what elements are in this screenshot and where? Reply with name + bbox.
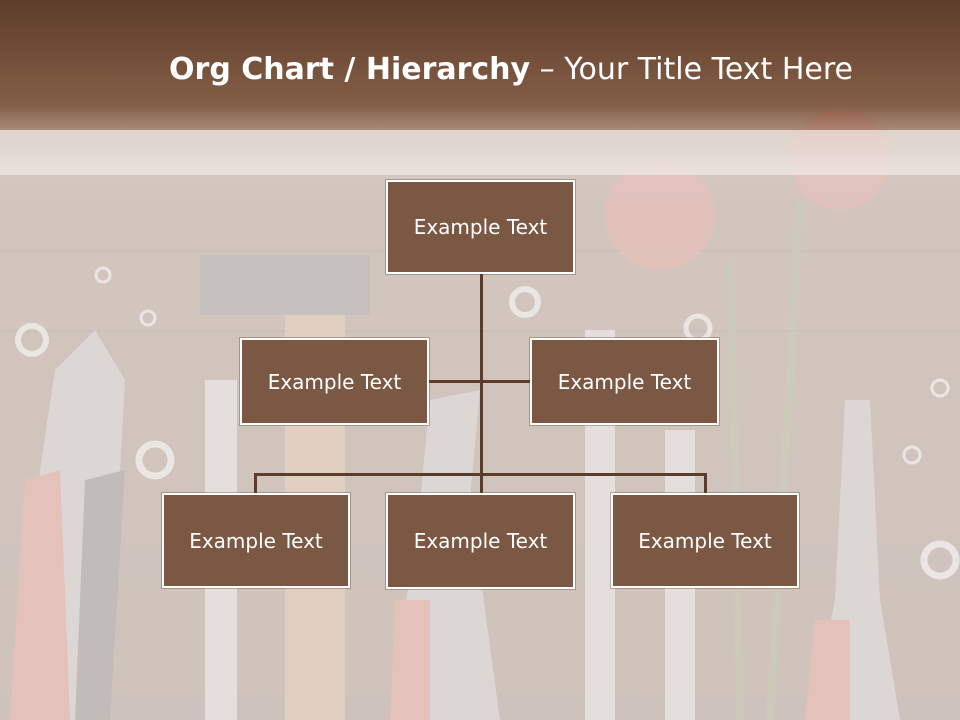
- slide-title[interactable]: Org Chart / Hierarchy – Your Title Text …: [0, 52, 960, 87]
- org-box-child-center[interactable]: Example Text: [386, 493, 575, 589]
- title-dash: –: [539, 52, 555, 87]
- connector-children-bar: [255, 473, 707, 476]
- org-box-assistant-left[interactable]: Example Text: [240, 338, 429, 425]
- connector-root-trunk: [480, 272, 483, 494]
- title-bold: Org Chart / Hierarchy: [169, 52, 531, 87]
- overlay-fade: [0, 105, 960, 175]
- org-box-child-right[interactable]: Example Text: [611, 493, 799, 588]
- title-subtitle: Your Title Text Here: [564, 52, 853, 87]
- connector-child-left: [254, 473, 257, 495]
- connector-child-right: [704, 473, 707, 495]
- org-box-root[interactable]: Example Text: [386, 180, 575, 274]
- org-box-assistant-right[interactable]: Example Text: [530, 338, 719, 425]
- org-box-child-left[interactable]: Example Text: [162, 493, 350, 588]
- connector-assistant-bar: [428, 380, 532, 383]
